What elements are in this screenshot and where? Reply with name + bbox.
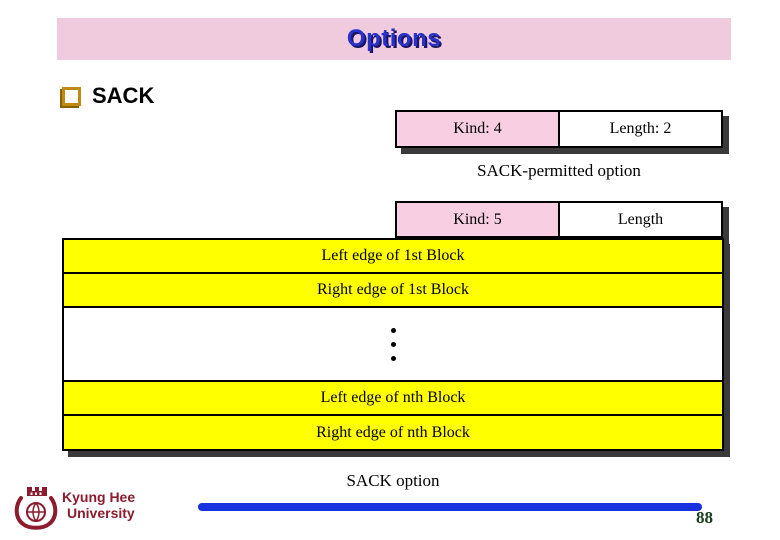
sack-permitted-caption: SACK-permitted option xyxy=(477,161,641,180)
sack-option-header-row: Kind: 5 Length xyxy=(395,201,723,238)
institution-line1: Kyung Hee xyxy=(62,489,136,505)
kind5-cell: Kind: 5 xyxy=(397,203,560,236)
institution-name: Kyung Hee University xyxy=(62,489,135,521)
page-title: Options xyxy=(346,25,442,52)
length2-cell: Length: 2 xyxy=(609,120,672,137)
bullet-item: SACK xyxy=(62,83,154,109)
table-row-ellipsis xyxy=(64,308,722,382)
table-row: Left edge of nth Block xyxy=(64,382,722,416)
bullet-label: SACK xyxy=(92,83,155,108)
vertical-ellipsis-icon xyxy=(390,327,396,333)
table-row: Left edge of 1st Block xyxy=(64,240,722,274)
length-cell: Length xyxy=(617,210,664,228)
university-logo xyxy=(13,485,59,536)
checkbox-bullet-icon xyxy=(62,86,81,106)
vertical-ellipsis-icon xyxy=(390,355,396,361)
table-row: Right edge of nth Block xyxy=(64,416,722,449)
table-row: Right edge of 1st Block xyxy=(64,274,722,308)
institution-line2: University xyxy=(67,505,135,521)
vertical-ellipsis-icon xyxy=(390,341,396,347)
footer-divider-bar xyxy=(198,503,702,511)
page-number: 88 xyxy=(696,508,713,527)
sack-permitted-table: Kind: 4 Length: 2 xyxy=(395,110,723,148)
title-banner: Options xyxy=(57,18,731,60)
university-crest-icon xyxy=(14,487,58,530)
kind4-cell: Kind: 4 xyxy=(397,112,560,146)
sack-option-table: Left edge of 1st Block Right edge of 1st… xyxy=(62,238,724,451)
sack-option-caption: SACK option xyxy=(346,471,440,490)
